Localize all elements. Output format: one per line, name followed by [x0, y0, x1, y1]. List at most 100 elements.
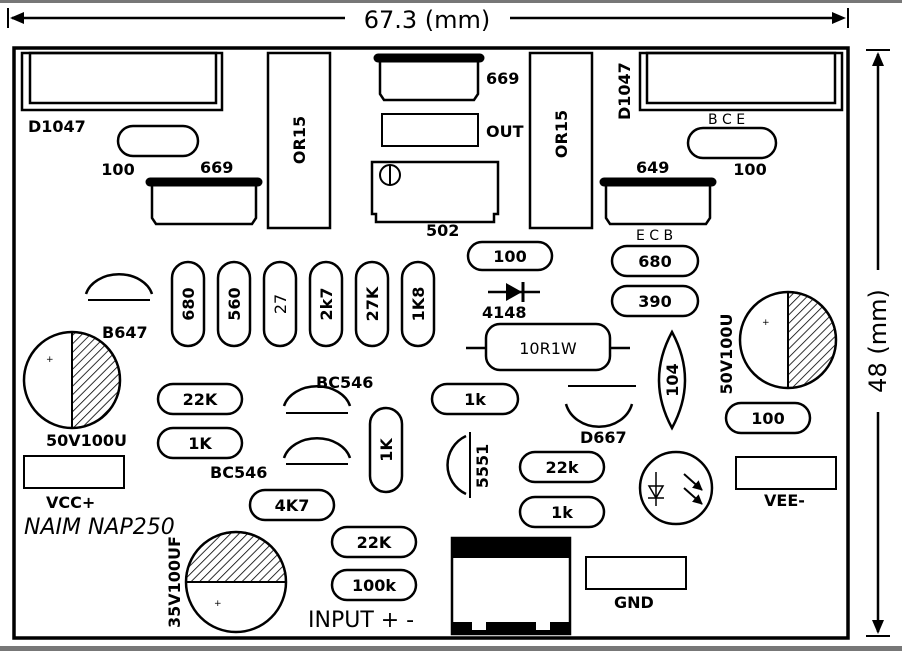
d1047-right-label: D1047 [615, 62, 634, 120]
transistor-669-left: 669 [145, 158, 263, 226]
or15-left-label: OR15 [290, 116, 309, 164]
input-label: INPUT + - [308, 608, 414, 633]
transistor-649: 649 [599, 158, 717, 226]
transistor-5551: 5551 [446, 432, 492, 498]
vcc-pad [23, 455, 125, 489]
resistor-560-vertical: 560 [216, 260, 252, 348]
height-dimension: 48 (mm) [864, 49, 892, 637]
svg-text:+: + [214, 599, 222, 609]
resistor-27k-vertical: 27K [354, 260, 390, 348]
resistor-27-vertical: 27 [262, 260, 298, 348]
4k7-label: 4K7 [275, 496, 310, 515]
resistor-100-right: 100 [686, 126, 778, 179]
resistor-22k-left: 22K [156, 382, 244, 416]
bc546-top-label: BC546 [316, 373, 373, 392]
potentiometer-502: 502 [370, 160, 500, 240]
2k7-vertical-label: 2k7 [317, 288, 336, 321]
resistor-1k-lowmid: 1k [518, 495, 606, 529]
1k8-vertical-label: 1K8 [409, 287, 428, 322]
390-label: 390 [638, 292, 671, 311]
resistor-22k-low: 22K [330, 525, 418, 559]
transistor-d1047-left: D1047 [20, 51, 224, 136]
out-pad [381, 113, 479, 147]
resistor-2k7-vertical: 2k7 [308, 260, 344, 348]
resistor-1k8-vertical: 1K8 [400, 260, 436, 348]
resistor-1k-left: 1K [156, 426, 244, 460]
svg-text:+: + [762, 318, 770, 328]
resistor-1k-mid: 1k [430, 382, 520, 416]
27-vertical-label: 27 [271, 294, 290, 314]
resistor-390: 390 [610, 284, 700, 318]
top-edge-band [0, 0, 902, 3]
resistor-or15-right: OR15 [528, 51, 594, 230]
649-label: 649 [636, 158, 669, 177]
resistor-4k7: 4K7 [248, 488, 336, 522]
resistor-100-lowright: 100 [724, 401, 812, 435]
22k-left-label: 22K [183, 390, 218, 409]
1k-mid-label: 1k [464, 390, 486, 409]
bottom-edge-band [0, 646, 902, 651]
669-left-label: 669 [200, 158, 233, 177]
resistor-22k-mid: 22k [518, 450, 606, 484]
svg-text:+: + [46, 355, 54, 365]
resistor-10r1w: 10R1W [466, 322, 630, 372]
capacitor-104: 104 [657, 329, 687, 431]
width-dimension: 67.3 (mm) [7, 6, 849, 34]
gnd-label: GND [614, 593, 654, 612]
or15-right-label: OR15 [552, 110, 571, 158]
22k-low-label: 22K [357, 533, 392, 552]
input-connector [450, 536, 572, 636]
d667-label: D667 [580, 428, 627, 447]
27k-vertical-label: 27K [363, 286, 382, 321]
10r1w-label: 10R1W [519, 339, 577, 358]
100k-label: 100k [352, 576, 396, 595]
resistor-100k: 100k [330, 568, 418, 602]
vee-label: VEE- [764, 491, 805, 510]
669-top-label: 669 [486, 69, 519, 88]
diode-4148: 4148 [482, 282, 540, 322]
vee-pad [735, 456, 837, 490]
5551-label: 5551 [473, 444, 492, 489]
height-dimension-label: 48 (mm) [864, 289, 892, 393]
cap-right-label: 50V100U [717, 313, 736, 394]
ecb-label: E C B [636, 228, 673, 244]
502-label: 502 [426, 221, 459, 240]
1k-lowmid-label: 1k [551, 503, 573, 522]
board-title: NAIM NAP250 [24, 515, 175, 540]
1k-vertical-label: 1K [377, 438, 396, 462]
capacitor-35v100uf: + 35V100UF [165, 530, 288, 634]
resistor-680-vertical: 680 [170, 260, 206, 348]
100-mid-label: 100 [493, 247, 526, 266]
resistor-100-mid: 100 [466, 240, 554, 272]
d1047-left-label: D1047 [28, 117, 86, 136]
transistor-b647: B647 [84, 273, 154, 342]
560-vertical-label: 560 [225, 287, 244, 320]
cap-left-label: 50V100U [46, 431, 127, 450]
transistor-d1047-right: D1047 [615, 51, 844, 120]
100-lowright-label: 100 [751, 409, 784, 428]
cap-low-label: 35V100UF [165, 536, 184, 628]
gnd-pad [585, 556, 687, 590]
100-left-label: 100 [101, 160, 134, 179]
resistor-or15-left: OR15 [266, 51, 332, 230]
transistor-bc546-top: BC546 [282, 373, 373, 414]
out-label: OUT [486, 122, 524, 141]
104-label: 104 [663, 363, 682, 396]
bc546-bottom-label: BC546 [210, 463, 267, 482]
680-right-label: 680 [638, 252, 671, 271]
resistor-680-right: 680 [610, 244, 700, 278]
resistor-100-left: 100 [101, 124, 200, 179]
vcc-label: VCC+ [46, 493, 95, 512]
transistor-669-top: 669 [373, 53, 519, 102]
capacitor-50v100u-left: + 50V100U [22, 330, 127, 450]
transistor-d667: D667 [564, 385, 636, 447]
width-dimension-label: 67.3 (mm) [364, 6, 491, 34]
board-outline [12, 46, 850, 640]
1k-left-label: 1K [188, 434, 212, 453]
100-right-label: 100 [733, 160, 766, 179]
led-photodiode [638, 450, 714, 526]
transistor-bc546-bottom: BC546 [210, 437, 352, 482]
22k-mid-label: 22k [546, 458, 579, 477]
resistor-1k-vertical: 1K [368, 406, 404, 494]
